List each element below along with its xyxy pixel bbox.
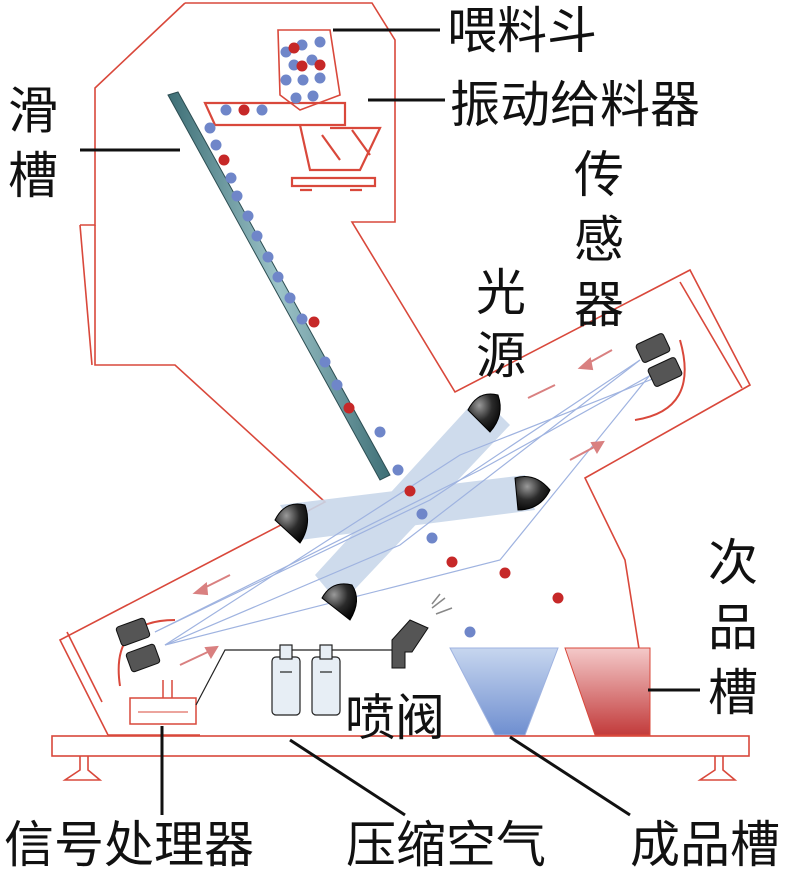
ejector-valve-label: 喷阀 — [345, 689, 445, 747]
light-source-lamps — [274, 393, 551, 621]
accept-bin — [449, 647, 559, 736]
particles — [204, 36, 604, 714]
camera-upper — [635, 333, 683, 387]
vibrating-feeder — [203, 101, 382, 192]
reject-bin-label-3: 槽 — [708, 664, 758, 722]
reject-bin-label-1: 次 — [708, 534, 758, 592]
sensor-label-2: 感 — [574, 211, 624, 269]
signal-processor-box — [129, 649, 400, 725]
light-source-label-2: 源 — [476, 327, 526, 385]
reject-bin-label-2: 品 — [708, 599, 758, 657]
flow-arrows — [179, 349, 613, 666]
base-table — [51, 735, 750, 781]
chute — [167, 91, 391, 481]
leader-lines — [80, 28, 700, 817]
compressed-air-cylinders — [271, 644, 341, 716]
signal-processor-label: 信号处理器 — [4, 816, 254, 873]
light-beams — [280, 395, 535, 605]
sensor-label-3: 器 — [574, 276, 624, 334]
reject-bin — [564, 647, 651, 736]
compressed-air-label: 压缩空气 — [346, 816, 546, 873]
chute-label-1: 滑 — [8, 82, 58, 140]
sensor-cameras — [115, 333, 683, 673]
hopper-label: 喂料斗 — [447, 2, 597, 60]
chute-label-2: 槽 — [8, 147, 58, 205]
optical-paths — [154, 359, 661, 646]
machine-housing — [58, 2, 752, 736]
camera-lower — [115, 617, 161, 673]
vibrating-feeder-label: 振动给料器 — [450, 76, 700, 134]
accept-bin-label: 成品槽 — [630, 816, 780, 873]
sensor-label-1: 传 — [574, 146, 624, 204]
ejector-valve — [391, 593, 453, 669]
light-source-label-1: 光 — [476, 264, 526, 322]
